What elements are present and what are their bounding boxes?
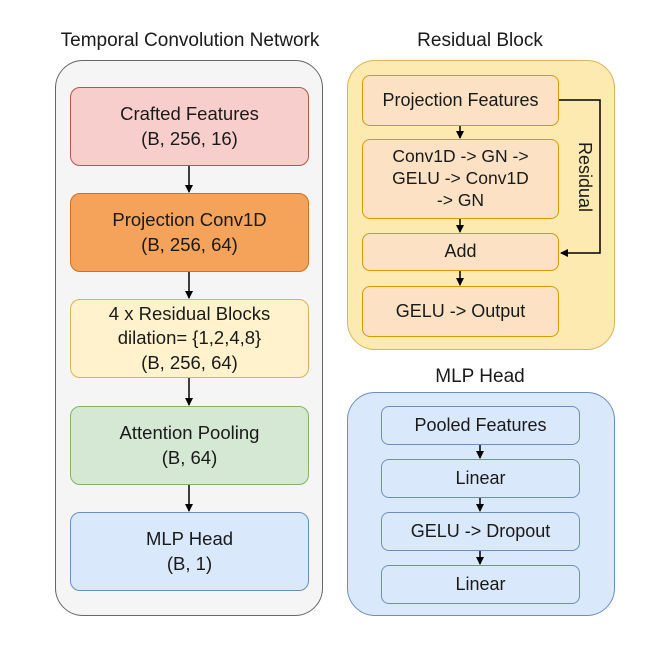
block-label: MLP Head xyxy=(145,528,234,550)
projection-features-block: Projection Features xyxy=(362,75,559,126)
block-label: Pooled Features xyxy=(414,414,547,435)
block-label: 4 x Residual Blocks xyxy=(108,303,271,325)
pooled-features-block: Pooled Features xyxy=(381,406,580,445)
block-shape: (B, 256, 64) xyxy=(141,351,238,373)
block-label: Add xyxy=(444,241,477,262)
block-label: Linear xyxy=(455,573,506,594)
block-label: Projection Conv1D xyxy=(112,209,267,231)
residual-blocks-block: 4 x Residual Blocks dilation= {1,2,4,8} … xyxy=(70,299,309,378)
block-label: Crafted Features xyxy=(120,103,259,125)
add-block: Add xyxy=(362,233,559,271)
block-shape: (B, 1) xyxy=(166,552,213,574)
linear-block-2: Linear xyxy=(381,565,580,604)
block-label: GELU -> Output xyxy=(395,300,526,321)
block-label: Projection Features xyxy=(382,89,539,110)
block-label: Attention Pooling xyxy=(119,422,260,444)
block-line-1: Conv1D -> GN -> xyxy=(392,146,529,167)
crafted-features-block: Crafted Features (B, 256, 16) xyxy=(70,87,309,166)
projection-conv1d-block: Projection Conv1D (B, 256, 64) xyxy=(70,193,309,272)
gelu-dropout-block: GELU -> Dropout xyxy=(381,512,580,551)
gelu-output-block: GELU -> Output xyxy=(362,286,559,337)
residual-skip-arrow xyxy=(559,99,601,257)
block-shape: (B, 64) xyxy=(161,446,218,468)
block-shape: (B, 256, 64) xyxy=(141,233,238,255)
mlp-head-block: MLP Head (B, 1) xyxy=(70,512,309,591)
residual-title: Residual Block xyxy=(417,30,543,51)
conv-gn-gelu-block: Conv1D -> GN -> GELU -> Conv1D -> GN xyxy=(362,139,559,219)
block-dilation: dilation= {1,2,4,8} xyxy=(117,327,262,349)
block-shape: (B, 256, 16) xyxy=(141,127,238,149)
mlp-title: MLP Head xyxy=(435,366,525,387)
linear-block-1: Linear xyxy=(381,459,580,498)
attention-pooling-block: Attention Pooling (B, 64) xyxy=(70,406,309,485)
block-label: GELU -> Dropout xyxy=(410,520,551,541)
block-line-2: GELU -> Conv1D xyxy=(392,168,529,189)
block-line-3: -> GN xyxy=(436,189,485,210)
block-label: Linear xyxy=(455,467,506,488)
tcn-title: Temporal Convolution Network xyxy=(60,30,320,51)
